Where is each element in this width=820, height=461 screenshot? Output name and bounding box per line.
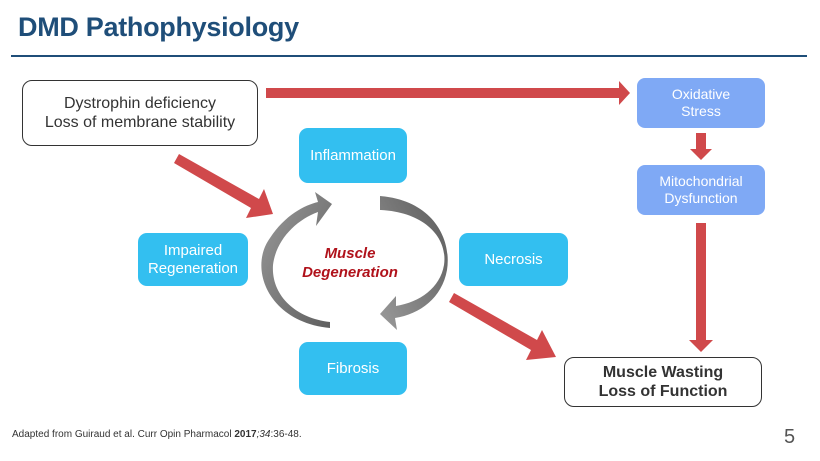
node-dystrophin-line2: Loss of membrane stability [44, 114, 236, 131]
center-line2: Degeneration [302, 263, 398, 281]
node-necrosis: Necrosis [459, 233, 568, 286]
node-wasting-line2: Loss of Function [598, 383, 728, 400]
node-impaired-regeneration: Impaired Regeneration [138, 233, 248, 286]
cycle-arrow-upper-left [261, 192, 332, 328]
page-number: 5 [784, 426, 796, 448]
arrow-oxidative-to-mitochondrial [690, 133, 712, 160]
cycle-arrow-lower-right [380, 196, 448, 330]
center-muscle-degeneration: Muscle Degeneration [275, 245, 425, 283]
node-inflammation-label: Inflammation [310, 146, 396, 164]
arrow-cycle-to-wasting [449, 293, 556, 360]
citation-prefix: Adapted from Guiraud et al. Curr Opin Ph… [12, 429, 235, 440]
node-wasting-line1: Muscle Wasting [602, 363, 724, 381]
node-necrosis-label: Necrosis [484, 250, 543, 268]
node-muscle-wasting: Muscle Wasting Loss of Function [564, 357, 762, 407]
citation-footnote: Adapted from Guiraud et al. Curr Opin Ph… [12, 429, 302, 440]
arrow-mitochondrial-to-wasting [689, 223, 713, 352]
title-divider [11, 55, 807, 57]
arrow-dystrophin-to-oxidative [266, 81, 630, 105]
center-line1: Muscle [324, 245, 376, 262]
node-oxidative-line2: Stress [681, 103, 721, 119]
node-fibrosis: Fibrosis [299, 342, 407, 395]
node-inflammation: Inflammation [299, 128, 407, 183]
node-dystrophin-deficiency: Dystrophin deficiency Loss of membrane s… [22, 80, 258, 146]
node-oxidative-stress: Oxidative Stress [637, 78, 765, 128]
citation-pages: :36-48. [270, 429, 302, 440]
slide-title: DMD Pathophysiology [18, 12, 299, 42]
node-mitochondrial-line1: Mitochondrial [659, 173, 743, 190]
node-dystrophin-line1: Dystrophin deficiency [63, 94, 217, 112]
citation-year: 2017 [234, 429, 257, 440]
node-mitochondrial-dysfunction: Mitochondrial Dysfunction [637, 165, 765, 215]
node-fibrosis-label: Fibrosis [326, 359, 380, 377]
node-impaired-line1: Impaired [163, 241, 223, 259]
arrow-dystrophin-to-cycle [174, 154, 273, 218]
node-impaired-line2: Regeneration [147, 259, 239, 277]
node-oxidative-line1: Oxidative [671, 86, 731, 103]
citation-volume: ;34 [256, 429, 271, 440]
node-mitochondrial-line2: Dysfunction [664, 190, 738, 206]
